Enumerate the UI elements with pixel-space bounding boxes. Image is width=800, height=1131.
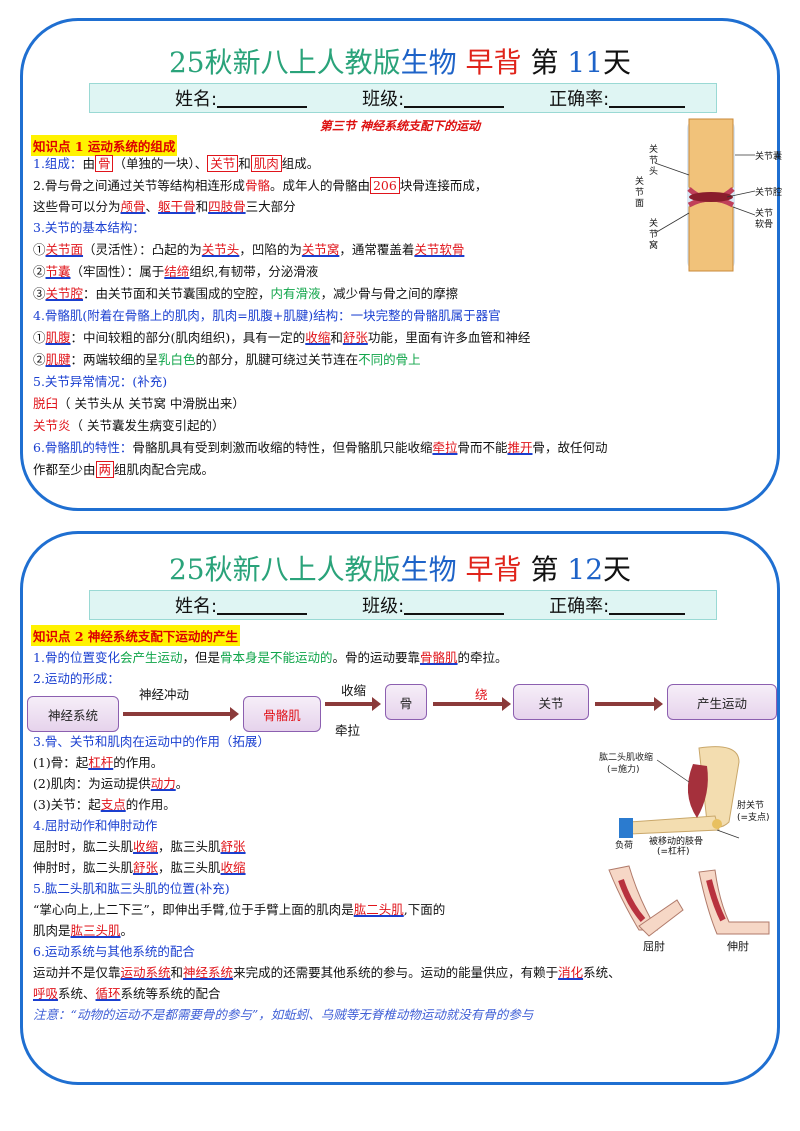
flex-extend-illustration xyxy=(608,865,770,937)
d11-line-10: ②肌腱：两端较细的呈乳白色的部分，肌腱可绕过关节连在不同的骨上 xyxy=(33,352,421,367)
flow-box-joint: 关节 xyxy=(513,684,589,720)
flex-label: 屈肘 xyxy=(643,940,665,953)
arm-lever-illustration xyxy=(619,746,740,839)
d12-line-13: 6.运动系统与其他系统的配合 xyxy=(33,944,195,959)
name-label: 姓名: xyxy=(175,89,218,110)
rate-label: 正确率: xyxy=(549,596,610,617)
flow-label-contract: 收缩 xyxy=(341,683,367,698)
class-label: 班级: xyxy=(362,89,405,110)
d11-line-1: 1.组成：由骨（单独的一块）、关节和肌肉组成。 xyxy=(33,155,320,172)
d11-line-8: 4.骨骼肌(附着在骨骼上的肌肉，肌肉=肌腹+肌腱)结构：一块完整的骨骼肌属于器官 xyxy=(33,308,501,323)
class-label: 班级: xyxy=(362,596,405,617)
d12-line-7: 4.屈肘动作和伸肘动作 xyxy=(33,818,158,833)
name-blank[interactable] xyxy=(217,88,308,108)
d11-line-3: 这些骨可以分为颅骨、躯干骨和四肢骨三大部分 xyxy=(33,199,296,214)
d12-line-5: (2)肌肉：为运动提供动力。 xyxy=(33,776,189,791)
day12-title: 25秋新八上人教版生物 早背 第 12天 xyxy=(168,553,632,586)
d12-note: 注意：“动物的运动不是都需要骨的参与”，如蚯蚓、乌贼等无脊椎动物运动就没有骨的参… xyxy=(33,1007,534,1022)
rate-label: 正确率: xyxy=(549,89,610,110)
day11-title: 25秋新八上人教版生物 早背 第 11天 xyxy=(168,46,632,79)
flow-box-produce-motion: 产生运动 xyxy=(667,684,777,720)
flow-arrow-1 xyxy=(123,707,239,721)
rate-blank[interactable] xyxy=(609,88,686,108)
day12-name-bar: 姓名: 班级: 正确率: xyxy=(89,590,717,620)
knowledge-point-2: 知识点 2 神经系统支配下运动的产生 xyxy=(31,625,240,646)
arm-lever-figure: 肱二头肌收缩 (=施力) 肘关节 (=支点) 负荷 被移动的肢骨 (=杠杆) xyxy=(589,742,777,857)
d11-line-13: 关节炎（ 关节囊发生病变引起的） xyxy=(33,418,225,433)
knowledge-point-1: 知识点 1 运动系统的组成 xyxy=(31,135,178,156)
d12-line-3: 3.骨、关节和肌肉在运动中的作用（拓展） xyxy=(33,734,270,749)
flex-extend-figure: 屈肘 伸肘 xyxy=(599,860,775,956)
name-label: 姓名: xyxy=(175,596,218,617)
day12-card: 25秋新八上人教版生物 早背 第 12天 姓名: 班级: 正确率: 知识点 2 … xyxy=(20,531,780,1085)
day11-card: 25秋新八上人教版生物 早背 第 11天 姓名: 班级: 正确率: 第三节 神经… xyxy=(20,18,782,511)
d12-line-1: 1.骨的位置变化会产生运动，但是骨本身是不能运动的。骨的运动要靠骨骼肌的牵拉。 xyxy=(33,650,508,665)
d11-line-4: 3.关节的基本结构： xyxy=(33,220,145,235)
rate-blank[interactable] xyxy=(609,595,686,615)
flow-arrow-4 xyxy=(595,697,663,711)
class-blank[interactable] xyxy=(404,595,505,615)
d12-line-11: “掌心向上,上二下三”，即伸出手臂,位于手臂上面的肌肉是肱二头肌,下面的 xyxy=(33,902,446,917)
d12-line-12: 肌肉是肱三头肌。 xyxy=(33,923,134,938)
day11-name-bar: 姓名: 班级: 正确率: xyxy=(89,83,717,113)
d11-line-5: ①关节面（灵活性）：凸起的为关节头，凹陷的为关节窝，通常覆盖着关节软骨 xyxy=(33,242,465,257)
d11-line-11: 5.关节异常情况：(补充) xyxy=(33,374,168,389)
flow-box-skeletal-muscle: 骨骼肌 xyxy=(243,696,321,732)
d12-line-9: 伸肘时，肱二头肌舒张，肱三头肌收缩 xyxy=(33,860,246,875)
flow-box-nervous-system: 神经系统 xyxy=(27,696,119,732)
section-title: 第三节 神经系统支配下的运动 xyxy=(319,119,481,133)
d12-line-4: (1)骨：起杠杆的作用。 xyxy=(33,755,164,770)
d11-line-6: ②节囊（牢固性）：属于结缔组织,有韧带，分泌滑液 xyxy=(33,264,319,279)
d12-line-15: 呼吸系统、循环系统等系统的配合 xyxy=(33,986,221,1001)
flow-arrow-2 xyxy=(325,697,381,711)
flow-arrow-3 xyxy=(433,697,511,711)
d12-line-8: 屈肘时，肱二头肌收缩，肱三头肌舒张 xyxy=(33,839,246,854)
joint-structure-figure: 关节头 关节面 关节窝 关节囊 关节腔 关节软骨 xyxy=(627,115,782,275)
d11-line-14: 6.骨骼肌的特性：骨骼肌具有受到刺激而收缩的特性，但骨骼肌只能收缩牵拉骨而不能推… xyxy=(33,440,608,455)
class-blank[interactable] xyxy=(404,88,505,108)
d12-line-6: (3)关节：起支点的作用。 xyxy=(33,797,176,812)
d12-line-10: 5.肱二头肌和肱三头肌的位置(补充) xyxy=(33,881,230,896)
joint-illustration xyxy=(654,118,756,272)
extend-label: 伸肘 xyxy=(727,940,749,953)
flow-label-nerve-impulse: 神经冲动 xyxy=(139,687,190,702)
d12-line-2: 2.运动的形成： xyxy=(33,671,120,686)
name-blank[interactable] xyxy=(217,595,308,615)
d11-line-12: 脱臼（ 关节头从 关节窝 中滑脱出来） xyxy=(33,396,245,411)
d12-line-14: 运动并不是仅靠运动系统和神经系统来完成的还需要其他系统的参与。运动的能量供应，有… xyxy=(33,965,621,980)
d11-line-7: ③关节腔：由关节面和关节囊围成的空腔，内有滑液，减少骨与骨之间的摩擦 xyxy=(33,286,459,301)
flow-label-around: 绕 xyxy=(475,687,488,702)
flow-label-pull: 牵拉 xyxy=(335,723,361,738)
d11-line-9: ①肌腹：中间较粗的部分(肌肉组织)，具有一定的收缩和舒张功能，里面有许多血管和神… xyxy=(33,330,531,345)
d11-line-15: 作都至少由两组肌肉配合完成。 xyxy=(33,461,215,478)
flow-box-bone: 骨 xyxy=(385,684,427,720)
